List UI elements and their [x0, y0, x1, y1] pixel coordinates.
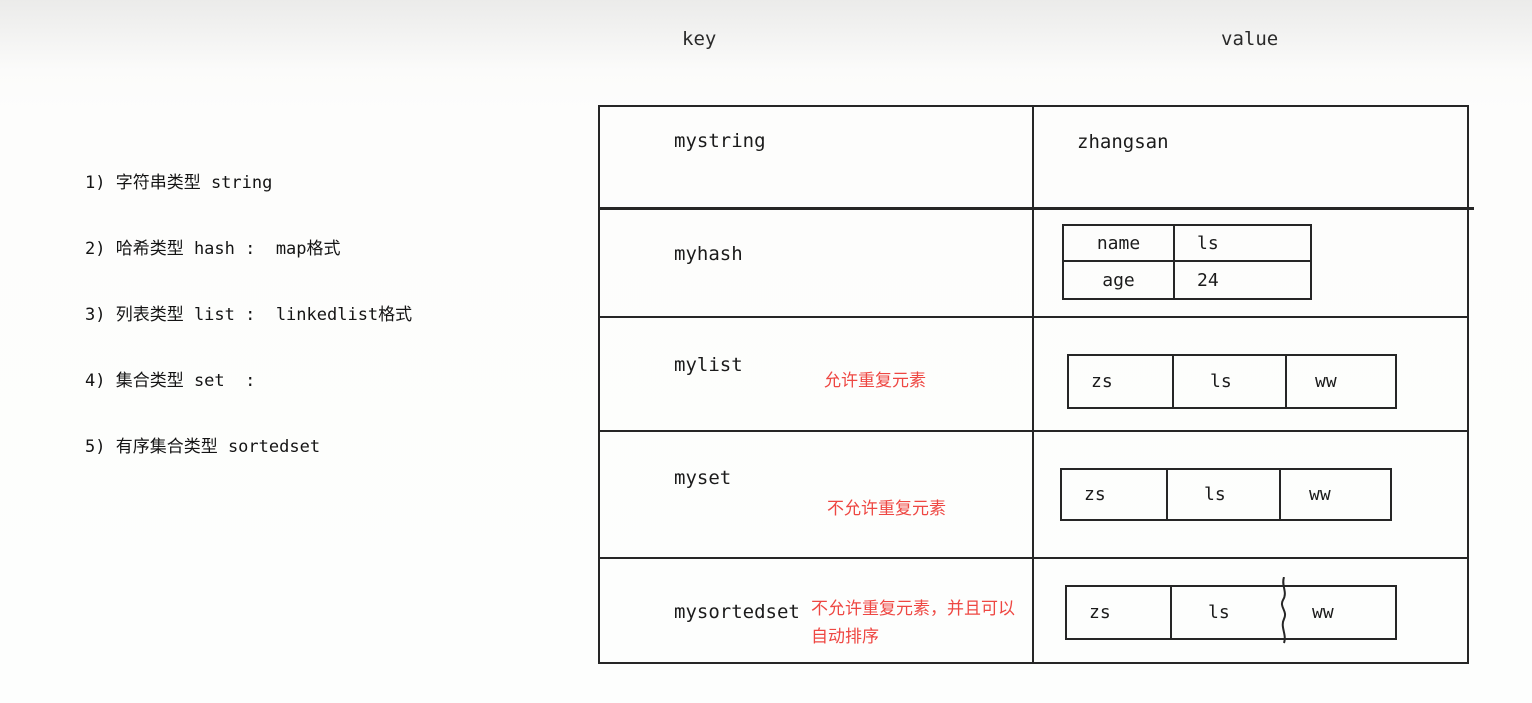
note-line-hash: 2) 哈希类型 hash : map格式: [85, 239, 341, 259]
note-line-sortedset: 5) 有序集合类型 sortedset: [85, 437, 321, 457]
note-line-list: 3) 列表类型 list : linkedlist格式: [85, 305, 413, 325]
row-divider-2: [600, 316, 1467, 318]
note-line-set: 4) 集合类型 set :: [85, 371, 256, 391]
key-label-myset: myset: [674, 467, 732, 489]
note-line-string: 1) 字符串类型 string: [85, 173, 273, 193]
sortedset-cell-zs: zs: [1067, 587, 1172, 638]
annotation-list-duplicates: 允许重复元素: [824, 371, 926, 391]
key-label-mysortedset: mysortedset: [674, 601, 800, 623]
column-header-value: value: [1221, 28, 1279, 50]
key-label-mystring: mystring: [674, 130, 766, 152]
table-column-divider: [1032, 107, 1034, 662]
hash-value-24: 24: [1197, 269, 1219, 291]
annotation-sortedset-sorted: 不允许重复元素，并且可以 自动排序: [811, 595, 1015, 651]
hash-field-age: age: [1064, 262, 1175, 298]
annotation-line: 不允许重复元素，并且可以: [811, 599, 1015, 619]
datatype-notes: 1) 字符串类型 string 2) 哈希类型 hash : map格式 3) …: [85, 128, 412, 502]
value-zhangsan: zhangsan: [1077, 131, 1169, 153]
column-header-key: key: [682, 28, 717, 50]
hash-value-ls: ls: [1175, 226, 1310, 262]
set-cell-ww: ww: [1309, 484, 1331, 505]
list-cell-ww: ww: [1315, 371, 1337, 392]
set-value-boxes: zs ls ww: [1060, 468, 1392, 521]
set-cell-ls: ls: [1168, 470, 1281, 519]
list-cell-zs: zs: [1069, 356, 1174, 407]
sortedset-cell-ls: ls: [1208, 602, 1230, 623]
hash-value-table: name ls age 24: [1062, 224, 1312, 300]
row-divider-3: [600, 430, 1467, 432]
kv-table: mystring myhash mylist myset mysortedset…: [598, 105, 1474, 664]
sortedset-value-boxes: zs ls ww: [1065, 577, 1397, 644]
row-divider-4: [600, 557, 1467, 559]
annotation-line: 自动排序: [811, 627, 879, 647]
list-value-boxes: zs ls ww: [1067, 354, 1397, 409]
key-label-myhash: myhash: [674, 243, 743, 265]
wavy-divider: [1281, 577, 1286, 644]
key-label-mylist: mylist: [674, 354, 743, 376]
set-cell-zs: zs: [1062, 470, 1168, 519]
row-divider-1: [600, 207, 1474, 210]
list-cell-ls: ls: [1174, 356, 1287, 407]
hash-field-name: name: [1064, 226, 1175, 262]
annotation-set-no-duplicates: 不允许重复元素: [827, 499, 946, 519]
sortedset-cell-ww: ww: [1312, 602, 1334, 623]
